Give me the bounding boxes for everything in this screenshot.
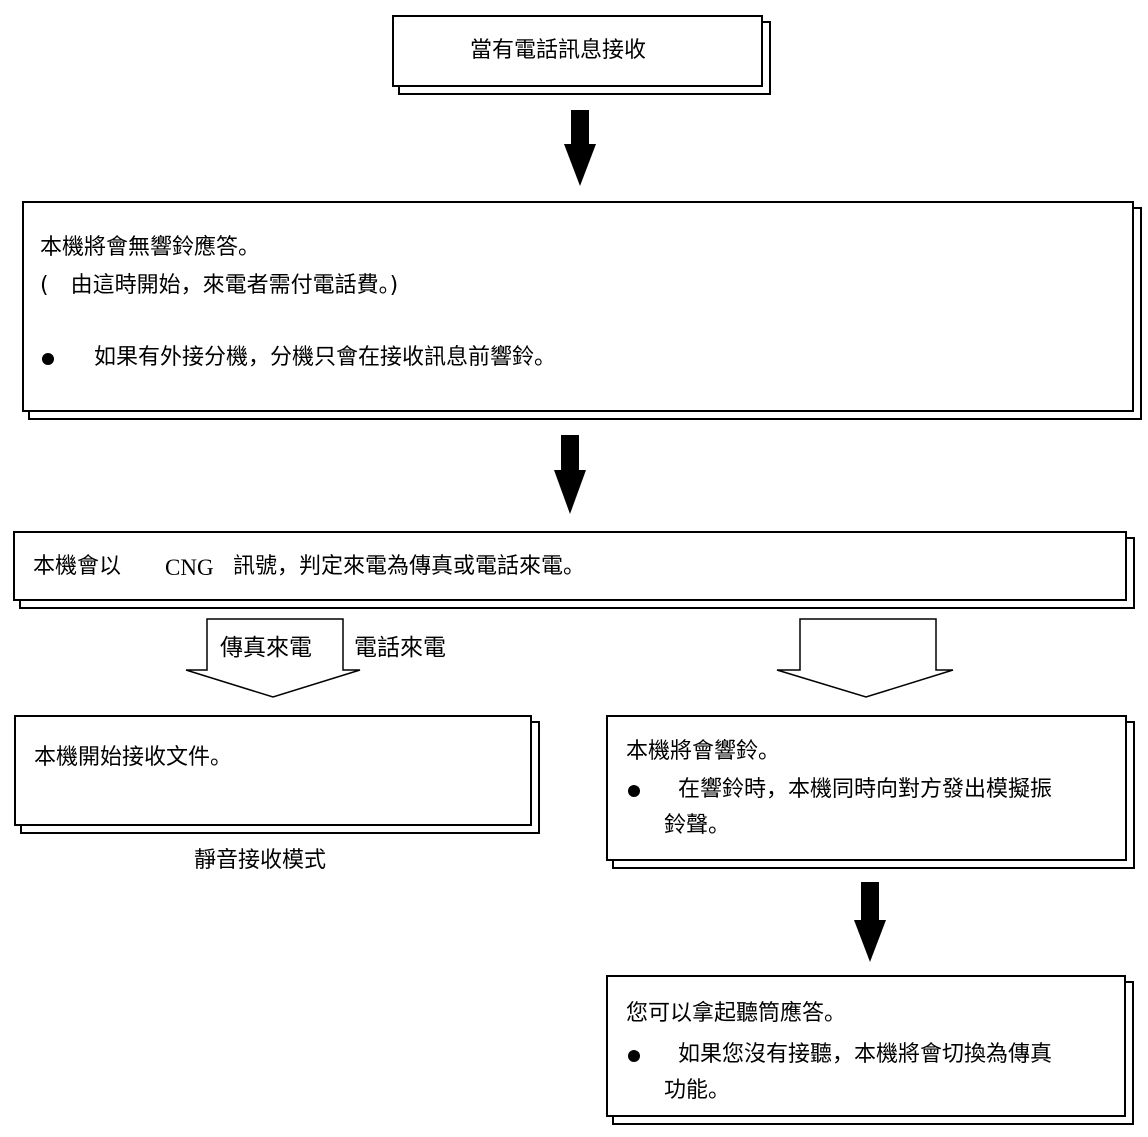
phone-branch-label: 電話來電	[354, 635, 446, 661]
answer-line1: 您可以拿起聽筒應答。	[626, 1001, 847, 1026]
phone-result-box: 本機將會響鈴。 在響鈴時，本機同時向對方發出模擬振 鈴聲。	[606, 715, 1127, 861]
answer-bullet-line2: 功能。	[664, 1078, 731, 1103]
arrow-phone-branch	[776, 618, 954, 698]
step1-bullet-text: 如果有外接分機，分機只會在接收訊息前響鈴。	[94, 345, 557, 370]
start-text: 當有電話訊息接收	[470, 38, 647, 63]
step1-box: 本機將會無響鈴應答。 ( 由這時開始，來電者需付電話費。) 如果有外接分機，分機…	[22, 201, 1134, 412]
step2-box: 本機會以 CNG 訊號，判定來電為傳真或電話來電。	[13, 531, 1127, 601]
step1-line1: 本機將會無響鈴應答。	[40, 235, 261, 260]
step1-bullet-icon	[42, 353, 54, 365]
answer-box: 您可以拿起聽筒應答。 如果您沒有接聽，本機將會切換為傳真 功能。	[606, 975, 1126, 1117]
arrow-step1-to-step2	[554, 435, 586, 514]
step2-suffix: 訊號，判定來電為傳真或電話來電。	[233, 554, 586, 579]
fax-result-caption: 靜音接收模式	[194, 848, 327, 873]
fax-result-text: 本機開始接收文件。	[34, 745, 233, 770]
fax-branch-label: 傳真來電	[220, 635, 312, 661]
step1-line2: ( 由這時開始，來電者需付電話費。)	[40, 273, 399, 298]
arrow-phone-to-answer	[854, 882, 886, 962]
answer-bullet-icon	[628, 1050, 640, 1062]
phone-result-line1: 本機將會響鈴。	[626, 739, 781, 764]
step2-prefix: 本機會以	[33, 554, 122, 579]
phone-result-bullet-line2: 鈴聲。	[664, 813, 731, 838]
phone-result-bullet-icon	[628, 785, 640, 797]
phone-result-bullet-line1: 在響鈴時，本機同時向對方發出模擬振	[678, 777, 1053, 802]
arrow-start-to-step1	[564, 110, 596, 186]
start-box: 當有電話訊息接收	[392, 15, 763, 87]
answer-bullet-line1: 如果您沒有接聽，本機將會切換為傳真	[678, 1042, 1053, 1067]
fax-result-box: 本機開始接收文件。	[14, 715, 532, 826]
step2-cng: CNG	[165, 555, 214, 580]
